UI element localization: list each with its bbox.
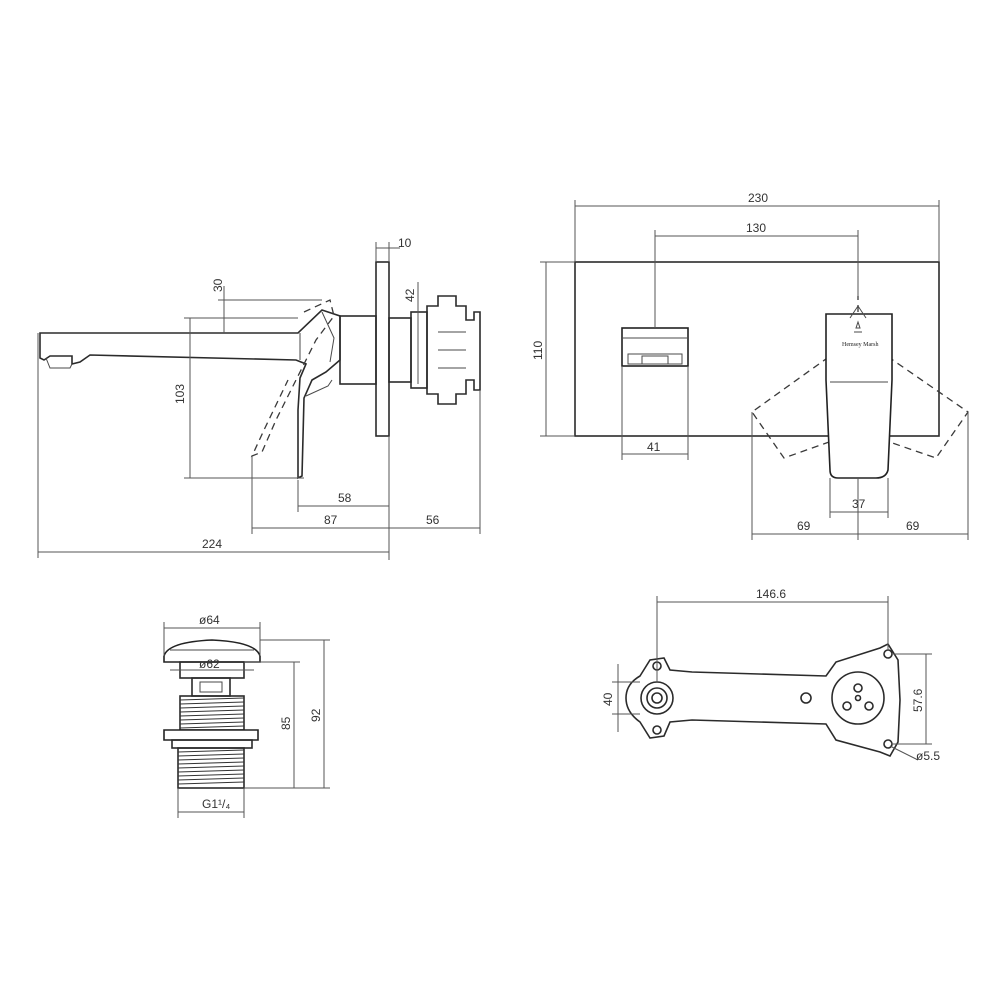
dim-outlet-spacing: 130	[746, 221, 766, 235]
bracket-left-port	[640, 681, 674, 715]
lower-thread-lines	[177, 749, 245, 785]
dim-left-height: 40	[601, 692, 615, 706]
port-hole	[864, 701, 874, 711]
dim-swing-left: 69	[797, 519, 811, 533]
waste-flange	[163, 729, 259, 741]
lever-edge	[305, 379, 333, 397]
lever-swing-dashed	[250, 299, 335, 458]
bracket-hole	[652, 725, 662, 735]
waste-upper-thread	[179, 695, 245, 731]
swing-left-dashed	[751, 334, 859, 459]
front-handle	[825, 313, 893, 479]
port-hole	[842, 701, 852, 711]
front-plate	[574, 261, 940, 437]
dim-total-length: 224	[202, 537, 222, 551]
dim-handle-width: 37	[852, 497, 866, 511]
dim-hole-diameter: ø5.5	[916, 749, 940, 763]
waste-slot	[199, 681, 223, 693]
dim-leader	[889, 745, 919, 761]
waste-view: ø64 ø62 85 92 G1¹/₄	[163, 613, 330, 818]
waste-window	[191, 677, 231, 697]
front-logo: Hemsey Marsh	[842, 342, 879, 348]
dim-height-92: 92	[309, 708, 323, 722]
side-view: 10 30 42 103 58 87 56 224	[37, 236, 481, 560]
waste-washer	[171, 739, 253, 749]
dim-bracket-length: 146.6	[756, 587, 786, 601]
dim-thread: G1¹/₄	[202, 797, 230, 811]
front-spout	[621, 327, 689, 367]
handle-notch	[849, 305, 867, 319]
bracket-hole	[883, 649, 893, 659]
valve-body	[388, 317, 412, 383]
dim-spout-width: 41	[647, 440, 661, 454]
bracket-right-port	[831, 671, 885, 725]
dim-body-depth: 42	[403, 288, 417, 302]
dim-valve-depth: 56	[426, 513, 440, 527]
dim-swing-right: 69	[906, 519, 920, 533]
neck	[339, 315, 377, 385]
wall-plate	[375, 261, 390, 437]
dim-body-diameter: ø62	[199, 657, 220, 671]
dim-plate-width: 230	[748, 191, 768, 205]
dim-spout-drop: 103	[173, 384, 187, 404]
dim-handle-height: 30	[211, 278, 225, 292]
front-view: Hemsey Marsh 230 130 110 41 37 69 69	[531, 191, 969, 540]
bracket-left-port-core	[651, 692, 663, 704]
port-hole	[853, 683, 863, 693]
valve-collar	[410, 311, 428, 389]
bracket-mid-hole	[800, 692, 812, 704]
dim-plate-thickness: 10	[398, 236, 412, 250]
dim-height-85: 85	[279, 716, 293, 730]
logo-mark	[854, 320, 862, 333]
dim-handle-offset: 58	[338, 491, 352, 505]
dim-cap-diameter: ø64	[199, 613, 220, 627]
bracket-left-port-inner	[646, 687, 668, 709]
dim-plate-height: 110	[531, 341, 545, 360]
dim-handle-reach: 87	[324, 513, 338, 527]
bracket-view: 146.6 40 57.6 ø5.5	[601, 587, 940, 763]
dim-right-height: 57.6	[911, 688, 925, 712]
bracket-body	[625, 642, 901, 758]
spout-edges	[299, 311, 335, 363]
spout-aerator-inner	[641, 355, 669, 365]
port-hole-center	[854, 694, 862, 702]
upper-thread-lines	[179, 697, 245, 729]
spout-outlet	[45, 357, 73, 369]
